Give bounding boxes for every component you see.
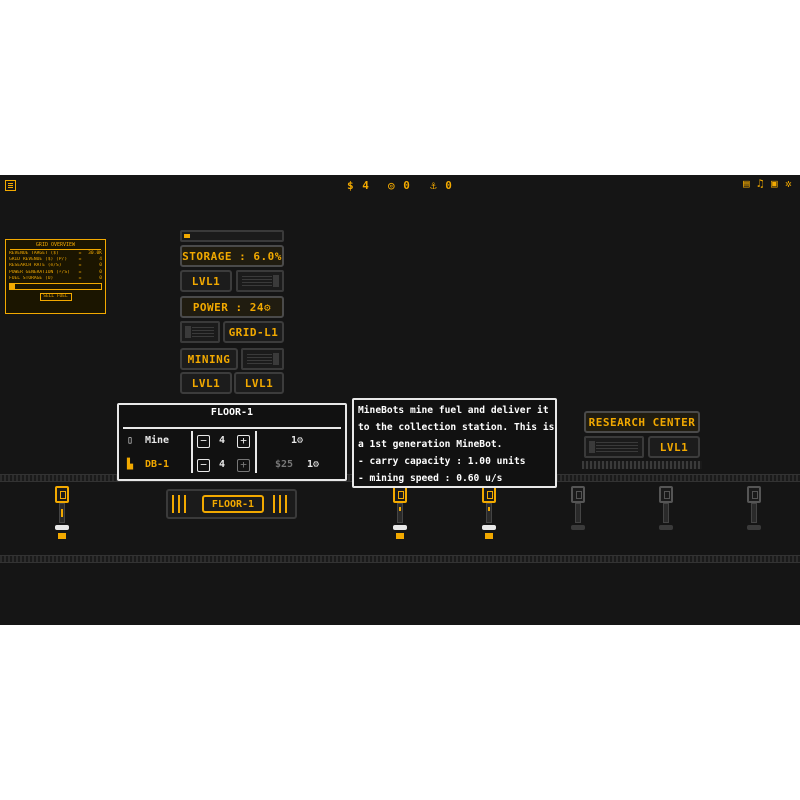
db-cost: 1⚙ <box>307 459 320 470</box>
mine-label: Mine <box>145 435 170 446</box>
tooltip-line: - mining speed : 0.60 u/s <box>358 473 503 484</box>
money-counter: $ 4 <box>347 179 370 192</box>
research-level-button[interactable]: LVL1 <box>648 436 700 458</box>
mining-level-a-button[interactable]: LVL1 <box>180 372 232 394</box>
research-counter: ◎ 0 <box>388 179 411 192</box>
grid-overview-row: FUEL STORAGE (U)=0 <box>9 275 102 281</box>
floor-popup-title: FLOOR-1 <box>210 407 254 418</box>
grid-overview-row: RESEARCH RATE (⊙/S)=0 <box>9 263 102 269</box>
money-value: 4 <box>362 179 370 192</box>
tooltip-line: MineBots mine fuel and deliver it <box>358 405 549 416</box>
save-icon[interactable]: ▣ <box>771 177 778 190</box>
fuel-value: 0 <box>445 179 453 192</box>
research-value: 0 <box>403 179 411 192</box>
menu-icon[interactable] <box>5 180 16 191</box>
db-label: DB-1 <box>145 459 170 470</box>
research-base <box>582 461 702 469</box>
floor-selector-label[interactable]: FLOOR-1 <box>202 495 264 513</box>
minebot-slot[interactable] <box>658 486 674 530</box>
mining-upgrade-slot[interactable] <box>241 348 284 370</box>
music-icon[interactable]: ♫ <box>757 177 764 190</box>
mine-cost: 1⚙ <box>291 435 304 446</box>
research-upgrade-slot[interactable] <box>584 436 644 458</box>
fuel-storage-bar <box>9 283 102 291</box>
grid-level-button[interactable]: GRID-L1 <box>223 321 284 343</box>
db-decrease-button[interactable]: − <box>197 459 210 472</box>
mine-increase-button[interactable]: + <box>237 435 250 448</box>
storage-level-button[interactable]: LVL1 <box>180 270 232 292</box>
tooltip-line: to the collection station. This is <box>358 422 555 433</box>
minebot-icon: ▯ <box>127 435 134 446</box>
tooltip-line: a 1st generation MineBot. <box>358 439 503 450</box>
fuel-icon: ⚓ <box>430 179 438 192</box>
lower-rail <box>0 555 800 563</box>
grid-overview-row: REVENUE TARGET ($)=30.0K <box>9 251 102 256</box>
gear-icon: ⚙ <box>313 459 320 470</box>
game-viewport: $ 4 ◎ 0 ⚓ 0 ▤ ♫ ▣ ✲ GRID OVERVIEW REVENU… <box>0 175 800 625</box>
power-label: POWER : 24⚙ <box>180 296 284 318</box>
mining-level-b-button[interactable]: LVL1 <box>234 372 284 394</box>
sell-fuel-button[interactable]: SELL FUEL <box>39 293 72 302</box>
settings-icon[interactable]: ✲ <box>785 177 792 190</box>
grid-overview-row: GRID REVENUE ($) (P/)=4 <box>9 257 102 263</box>
minebot-tooltip: MineBots mine fuel and deliver it to the… <box>352 398 557 488</box>
floor-selector[interactable]: FLOOR-1 <box>166 489 297 519</box>
log-icon[interactable]: ▤ <box>743 177 750 190</box>
grid-overview-title: GRID OVERVIEW <box>10 241 101 250</box>
fuel-counter: ⚓ 0 <box>430 179 453 192</box>
research-center-title[interactable]: RESEARCH CENTER <box>584 411 700 433</box>
floor-popup: FLOOR-1 ▯ Mine − 4 + 1⚙ ▙ DB-1 − 4 + $25… <box>117 403 347 481</box>
gear-icon: ⚙ <box>264 300 272 314</box>
research-icon: ◎ <box>388 179 396 192</box>
mine-decrease-button[interactable]: − <box>197 435 210 448</box>
storage-progress-bar <box>180 230 284 242</box>
tooltip-line: - carry capacity : 1.00 units <box>358 456 526 467</box>
floor-next-bars[interactable] <box>273 495 291 513</box>
money-icon: $ <box>347 179 355 192</box>
minebot[interactable] <box>54 486 70 539</box>
minebot[interactable] <box>392 486 408 539</box>
minebot-slot[interactable] <box>746 486 762 530</box>
grid-overview-row: POWER GENERATION (⚡/S)=0 <box>9 269 102 275</box>
power-upgrade-slot[interactable] <box>180 321 220 343</box>
mine-count: 4 <box>219 435 226 446</box>
storage-upgrade-slot[interactable] <box>236 270 284 292</box>
db-increase-button[interactable]: + <box>237 459 250 472</box>
deliverybot-icon: ▙ <box>127 459 134 470</box>
gear-icon: ⚙ <box>297 435 304 446</box>
storage-label: STORAGE : 6.0% <box>180 245 284 267</box>
db-price: $25 <box>275 459 294 470</box>
floor-prev-bars[interactable] <box>172 495 190 513</box>
minebot[interactable] <box>481 486 497 539</box>
mining-label: MINING <box>180 348 238 370</box>
grid-overview-panel: GRID OVERVIEW REVENUE TARGET ($)=30.0K G… <box>5 239 106 314</box>
minebot-slot[interactable] <box>570 486 586 530</box>
db-count: 4 <box>219 459 226 470</box>
top-bar: $ 4 ◎ 0 ⚓ 0 ▤ ♫ ▣ ✲ <box>0 175 800 197</box>
